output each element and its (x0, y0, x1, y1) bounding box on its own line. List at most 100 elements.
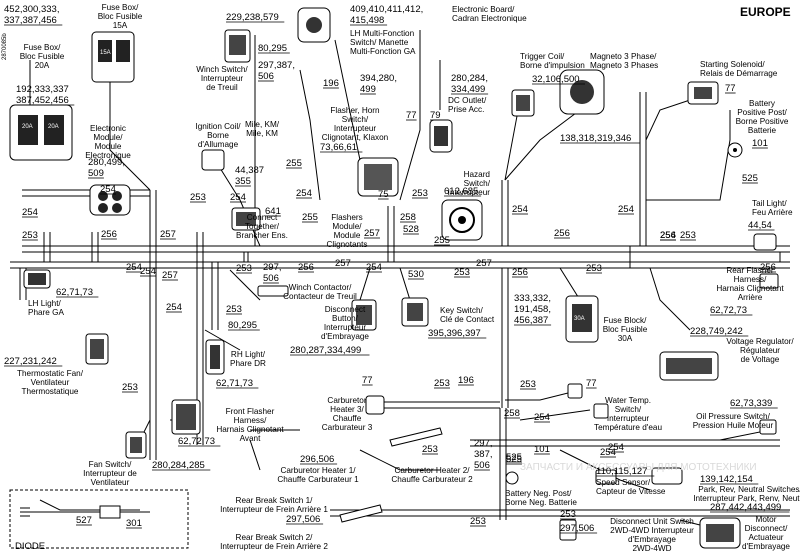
label-trigger-coil: Trigger Coil/Borne d'impulsion (520, 52, 585, 70)
part-number-p253: 253 (22, 230, 38, 241)
part-number-p530: 530 (408, 269, 424, 280)
part-number-p101a: 101 (752, 138, 768, 149)
part-number-p228: 228,749,242 (690, 326, 743, 337)
carburetor-heater-3-icon (365, 395, 385, 415)
wire-tag-p253: 253 (190, 192, 206, 203)
wire-tag-p253: 253 (422, 444, 438, 455)
wire-tag-p254: 254 (296, 188, 312, 199)
labels: EUROPE 2870085b DIODE ЗАПЧАСТИ И АКСЕССУ… (2, 5, 791, 552)
part-number-p525a: 525 (742, 173, 758, 184)
wire-tag-p253: 253 (520, 379, 536, 390)
rear-brake-switch-icon (339, 504, 383, 523)
voltage-regulator-icon (659, 351, 719, 381)
fuse-box-20a-icon: 20A 20A (9, 104, 73, 161)
starting-solenoid-icon (687, 81, 719, 105)
wire-tag-p254: 254 (512, 204, 528, 215)
wire-tag-p254: 254 (608, 442, 624, 453)
part-number-p32106: 32,106,500 (532, 74, 580, 85)
wire-tag-p256: 256 (760, 262, 776, 273)
part-number-p333332: 333,332,191,458,456,387 (514, 293, 551, 326)
region-label: EUROPE (740, 5, 791, 19)
part-number-p641: 641 (265, 206, 281, 217)
label-rh-light: RH Light/Phare DR (230, 350, 266, 368)
oil-pressure-switch-icon (759, 419, 777, 435)
label-carburetor-heater-2: Carburetor Heater 2/Chauffe Carburateur … (391, 466, 473, 484)
label-electronic-board: Electronic Board/Cadran Electronique (452, 5, 527, 23)
wire-tag-p257: 257 (335, 258, 351, 269)
label-winch-contactor: Winch Contactor/Contacteur de Treuil (283, 283, 357, 301)
hazard-switch-icon (441, 199, 483, 241)
part-number-p627273b: 62,72,73 (710, 305, 747, 316)
label-key-switch: Key Switch/Clé de Contact (440, 306, 495, 324)
part-number-p528: 528 (403, 224, 419, 235)
part-number-p287442: 287,442,443,499 (710, 502, 781, 513)
part-number-p255a: 255 (286, 158, 302, 169)
svg-text:30A: 30A (574, 316, 585, 322)
label-magneto: Magneto 3 Phase/Magneto 3 Phases (590, 52, 658, 70)
flasher-horn-switch-icon (357, 157, 399, 197)
lh-light-icon (23, 269, 51, 289)
part-number-p258: 258 (400, 212, 416, 223)
svg-text:20A: 20A (22, 124, 33, 130)
battery-negative-icon (505, 471, 519, 485)
part-number-p79: 79 (430, 110, 441, 121)
part-number-p301: 301 (126, 518, 142, 529)
part-number-p297387: 297,387,506 (258, 60, 295, 82)
winch-contactor-icon (257, 285, 289, 297)
winch-switch-icon (224, 29, 251, 63)
wire-tag-p253: 253 (560, 509, 576, 520)
fuse-block-30a-icon: 30A (565, 295, 599, 343)
wire-tag-p253: 253 (454, 267, 470, 278)
part-number-p297506c: 297,506 (286, 514, 320, 525)
part-number-p297506d: 297,506 (560, 523, 594, 534)
part-number-p75: 75 (378, 189, 389, 200)
label-speed-sensor: Speed Sensor/Capteur de Vitesse (596, 478, 666, 496)
wire-tag-p254: 254 (600, 447, 616, 458)
part-number-p280284: 280,284,334,499 (451, 73, 488, 95)
connect-together-icon (231, 207, 261, 231)
part-number-p196a: 196 (323, 78, 339, 89)
wire-tag-p257: 257 (162, 270, 178, 281)
electronic-module-icon (89, 184, 131, 216)
part-number-p80295a: 80,295 (258, 43, 287, 54)
part-number-p77d: 77 (586, 378, 597, 389)
wire-tag-p257: 257 (364, 228, 380, 239)
label-rear-brake-switch-2: Rear Break Switch 2/Interrupteur de Frei… (220, 533, 328, 551)
part-number-p627273a: 62,72,73 (178, 436, 215, 447)
wire-tag-p254: 254 (100, 184, 116, 195)
battery-positive-icon (727, 142, 743, 158)
part-number-p255b: 255 (434, 235, 450, 246)
part-number-p257: 257 (160, 229, 176, 240)
part-number-p612: 612,685 (444, 186, 478, 197)
thermostatic-fan-icon (85, 333, 109, 365)
wire-tag-p254: 254 (140, 266, 156, 277)
part-number-winch: 229,238,579 (226, 12, 279, 23)
water-temp-switch-icon (567, 383, 609, 419)
label-starting-solenoid: Starting Solenoid/Relais de Démarrage (700, 60, 778, 78)
part-number-p297506b: 297,506 (263, 262, 282, 284)
part-number-p280287: 280,287,334,499 (290, 345, 361, 356)
trigger-coil-icon (511, 89, 535, 117)
speed-sensor-icon (595, 469, 617, 485)
part-number-p627339: 62,73,339 (730, 398, 772, 409)
part-number-p77b: 77 (725, 83, 736, 94)
wire-tag-p525a: 525 (506, 452, 522, 463)
